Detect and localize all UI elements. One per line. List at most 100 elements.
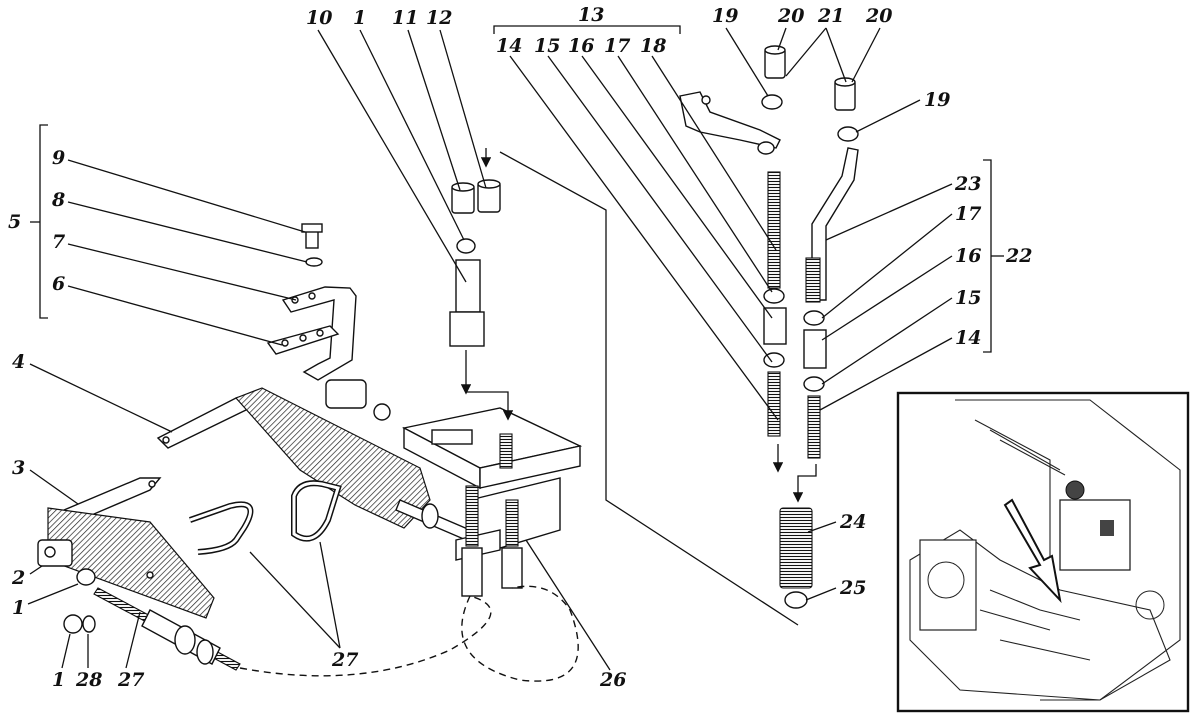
right-rod-stack [761, 45, 859, 609]
label-27-bottom: 27 [117, 669, 144, 691]
leader-9 [67, 159, 306, 233]
leader-15 [547, 55, 773, 363]
label-1-left: 1 [12, 597, 25, 619]
lever-bushing [757, 141, 775, 155]
coupling-part-16-right [803, 329, 827, 369]
leader-27-b [319, 541, 341, 649]
leader-24 [807, 521, 837, 533]
label-20-top: 20 [777, 5, 804, 27]
label-15-right: 15 [955, 287, 981, 309]
switch-stud-part-26 [465, 485, 479, 547]
left-rod-stack [763, 171, 787, 473]
label-24: 24 [839, 511, 866, 533]
inset-knob [1065, 480, 1085, 500]
label-4: 4 [12, 351, 25, 373]
inset-pillar [974, 419, 1051, 560]
lever-hole [701, 95, 711, 105]
label-22: 22 [1005, 245, 1032, 267]
clevis-pin-hole [44, 546, 56, 558]
nut-part-15-right [803, 376, 825, 392]
switch-stud-part-26-b [505, 499, 519, 547]
leader-16-right [821, 255, 953, 341]
label-1-top: 1 [353, 7, 366, 29]
label-1-bottom: 1 [52, 669, 65, 691]
inset-switch [1100, 520, 1114, 536]
leader-21-b [825, 27, 847, 83]
leader-17 [617, 55, 773, 293]
support-plate-side [479, 445, 581, 489]
label-21: 21 [817, 5, 844, 27]
leader-20-right [851, 27, 881, 83]
label-26: 26 [599, 669, 626, 691]
leader-15-right [821, 297, 953, 385]
group-brace-13 [493, 25, 681, 34]
support-plate-slot [431, 429, 473, 445]
label-15-top: 15 [534, 35, 560, 57]
cable-fitting-part-27 [174, 625, 196, 655]
leader-21-a [785, 27, 827, 77]
leader-2 [29, 565, 43, 575]
stud-part-14 [767, 371, 781, 437]
nut-part-19 [761, 94, 783, 110]
hole-part-3 [148, 480, 156, 488]
leader-7 [67, 243, 297, 301]
hole-part-6c [316, 329, 324, 337]
inset-cab-outline [955, 399, 1181, 701]
label-16-right: 16 [955, 245, 981, 267]
inset-gearbox [919, 539, 977, 631]
routing-line [499, 151, 799, 626]
label-14-top: 14 [496, 35, 522, 57]
nut-part-25 [784, 591, 808, 609]
inset-window [989, 429, 1066, 476]
rod-thread-part-23 [805, 257, 821, 303]
label-17-top: 17 [604, 35, 630, 57]
nut-part-19-b [837, 126, 859, 142]
knob-top-part-11 [451, 182, 475, 192]
leader-16 [581, 55, 773, 319]
leader-10 [317, 29, 467, 283]
leader-1-bottom [61, 633, 71, 669]
label-14-right: 14 [955, 327, 981, 349]
bent-rod-part-23 [811, 147, 859, 301]
group-brace-22 [983, 159, 992, 353]
hole-mounting-plate [146, 571, 154, 579]
label-23: 23 [954, 173, 981, 195]
rod-part-18 [767, 171, 781, 289]
label-9: 9 [52, 147, 65, 169]
sleeve-base-part-10 [449, 311, 485, 347]
label-27-center: 27 [331, 649, 358, 671]
arrow-right-stack [792, 464, 817, 503]
nut-part-17 [763, 288, 785, 304]
nut-part-1 [76, 568, 96, 586]
bracket-part-7 [281, 286, 357, 381]
support-stud [499, 433, 513, 469]
leader-4 [29, 363, 173, 433]
leader-18 [651, 55, 777, 251]
inset-control-box [1059, 499, 1131, 571]
label-17-right: 17 [955, 203, 981, 225]
clamp-top-part-20 [764, 45, 786, 55]
label-3: 3 [12, 457, 25, 479]
label-8: 8 [51, 189, 65, 211]
nut-center [373, 403, 391, 421]
leader-20-top [777, 27, 787, 51]
label-7: 7 [52, 231, 65, 253]
leader-11 [407, 29, 461, 191]
leader-17-right [821, 213, 953, 319]
leader-6 [67, 285, 283, 346]
knob-top-part-12 [477, 179, 501, 189]
coupling-part-16 [763, 307, 787, 345]
clevis-center [325, 379, 367, 409]
label-18: 18 [640, 35, 666, 57]
upper-lever [679, 91, 781, 155]
leader-1-left [27, 583, 79, 605]
hole-part-7b [308, 292, 316, 300]
label-13: 13 [578, 4, 604, 26]
label-5: 5 [8, 211, 21, 233]
washer-part-28 [82, 615, 96, 633]
leader-26 [525, 539, 611, 671]
inset-wheel [1135, 590, 1165, 620]
label-25: 25 [839, 577, 866, 599]
leader-14-right [819, 337, 953, 411]
bolt-head-part-9 [301, 223, 323, 233]
